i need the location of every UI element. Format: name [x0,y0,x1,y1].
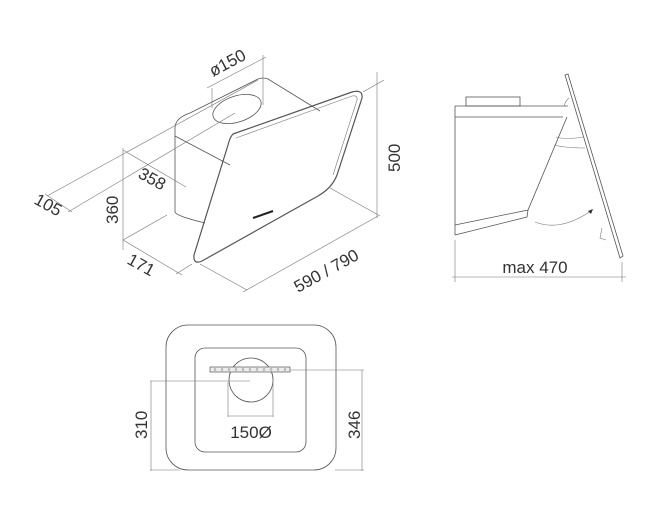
dimension-lines [44,55,385,293]
total-height-label: 500 [385,144,404,172]
duct-diameter-label: ø150 [206,46,249,81]
duct-outlet [212,94,262,124]
duct-diameter-bottom-label: 150Ø [230,423,272,442]
bottom-depth-label: 171 [124,250,158,280]
top-depth-label: 358 [135,164,169,194]
hood-body [174,77,321,224]
led-strip [209,366,291,373]
glass-panel [193,90,363,263]
isometric-view: ø150 500 590 / 790 171 360 358 105 [31,46,404,297]
handle [252,210,274,219]
depth-left-label: 310 [132,411,151,439]
max-depth-label: max 470 [502,258,567,277]
body-height-label: 360 [103,196,122,224]
width-label: 590 / 790 [291,246,362,297]
bottom-view: 310 346 150Ø [132,324,364,471]
side-view: max 470 [452,73,626,282]
depth-right-label: 346 [345,411,364,439]
offset-label: 105 [31,190,65,220]
tilt-arrow [534,210,592,226]
